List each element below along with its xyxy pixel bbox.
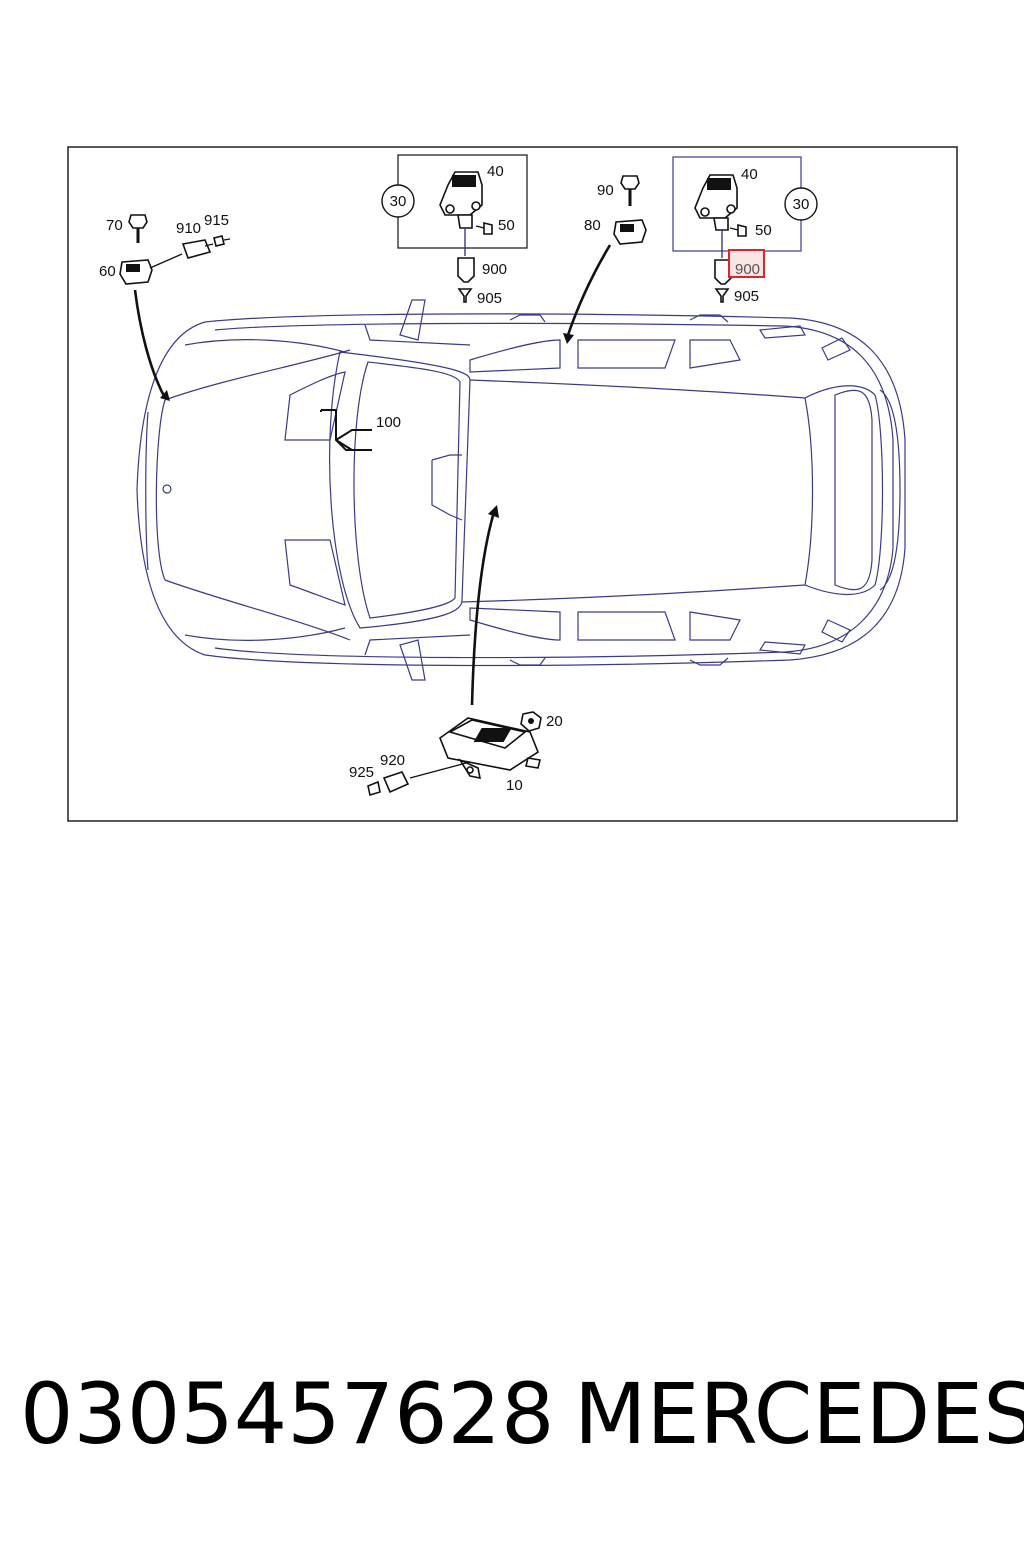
label-30-right: 30 [793,196,810,213]
front-sensor-group: 70 60 910 915 [99,212,231,401]
label-900-right: 900 [735,261,760,278]
control-unit-part-10 [439,717,541,780]
sensor-part-40-right [694,174,738,231]
leader-arrow-80 [566,244,612,336]
connector-part-900-left [457,257,475,283]
sensor-part-80 [613,219,647,245]
label-40-right: 40 [741,166,758,183]
screw-part-50-left [475,221,493,235]
label-20: 20 [546,713,563,730]
label-920: 920 [380,752,405,769]
label-40-left: 40 [487,163,504,180]
label-905-left: 905 [477,290,502,307]
label-10: 10 [506,777,523,794]
label-915: 915 [204,212,229,229]
leader-arrow-10 [470,511,496,706]
detail-box-right: 30 40 50 900 905 [672,156,818,305]
sensor-part-60 [119,253,183,285]
sensor-part-40-left [439,171,483,229]
wiring-harness-symbol [320,409,372,451]
side-sensor-group: 90 80 [563,175,647,344]
terminal-part-915 [213,235,231,247]
control-unit-group: 10 20 920 925 [349,505,563,797]
bolt-part-70 [128,214,148,243]
label-70: 70 [106,217,123,234]
highlight-box-900 [728,249,765,278]
connector-part-920 [382,771,410,794]
nut-part-20 [520,711,542,732]
label-80: 80 [584,217,601,234]
callout-circle [381,184,415,218]
label-910: 910 [176,220,201,237]
label-90: 90 [597,182,614,199]
diagram-frame [67,146,958,822]
label-50-right: 50 [755,222,772,239]
part-number: 0305457628 [20,1365,555,1463]
terminal-part-905-left [457,288,473,303]
screw-part-50-right [729,223,747,237]
connector-part-910 [181,239,214,259]
detail-box-left: 30 40 50 900 905 [381,154,528,307]
label-60: 60 [99,263,116,280]
label-50-left: 50 [498,217,515,234]
label-905-right: 905 [734,288,759,305]
label-900-left: 900 [482,261,507,278]
label-925: 925 [349,764,374,781]
callout-circle [784,187,818,221]
car-outline [136,299,906,681]
leader-arrow-60 [133,289,167,399]
terminal-part-905-right [714,288,730,303]
terminal-part-925 [367,780,381,797]
label-30-left: 30 [390,193,407,210]
bolt-part-90 [620,175,640,206]
brand-name: MERCEDES [574,1365,1024,1463]
label-100: 100 [376,414,401,431]
